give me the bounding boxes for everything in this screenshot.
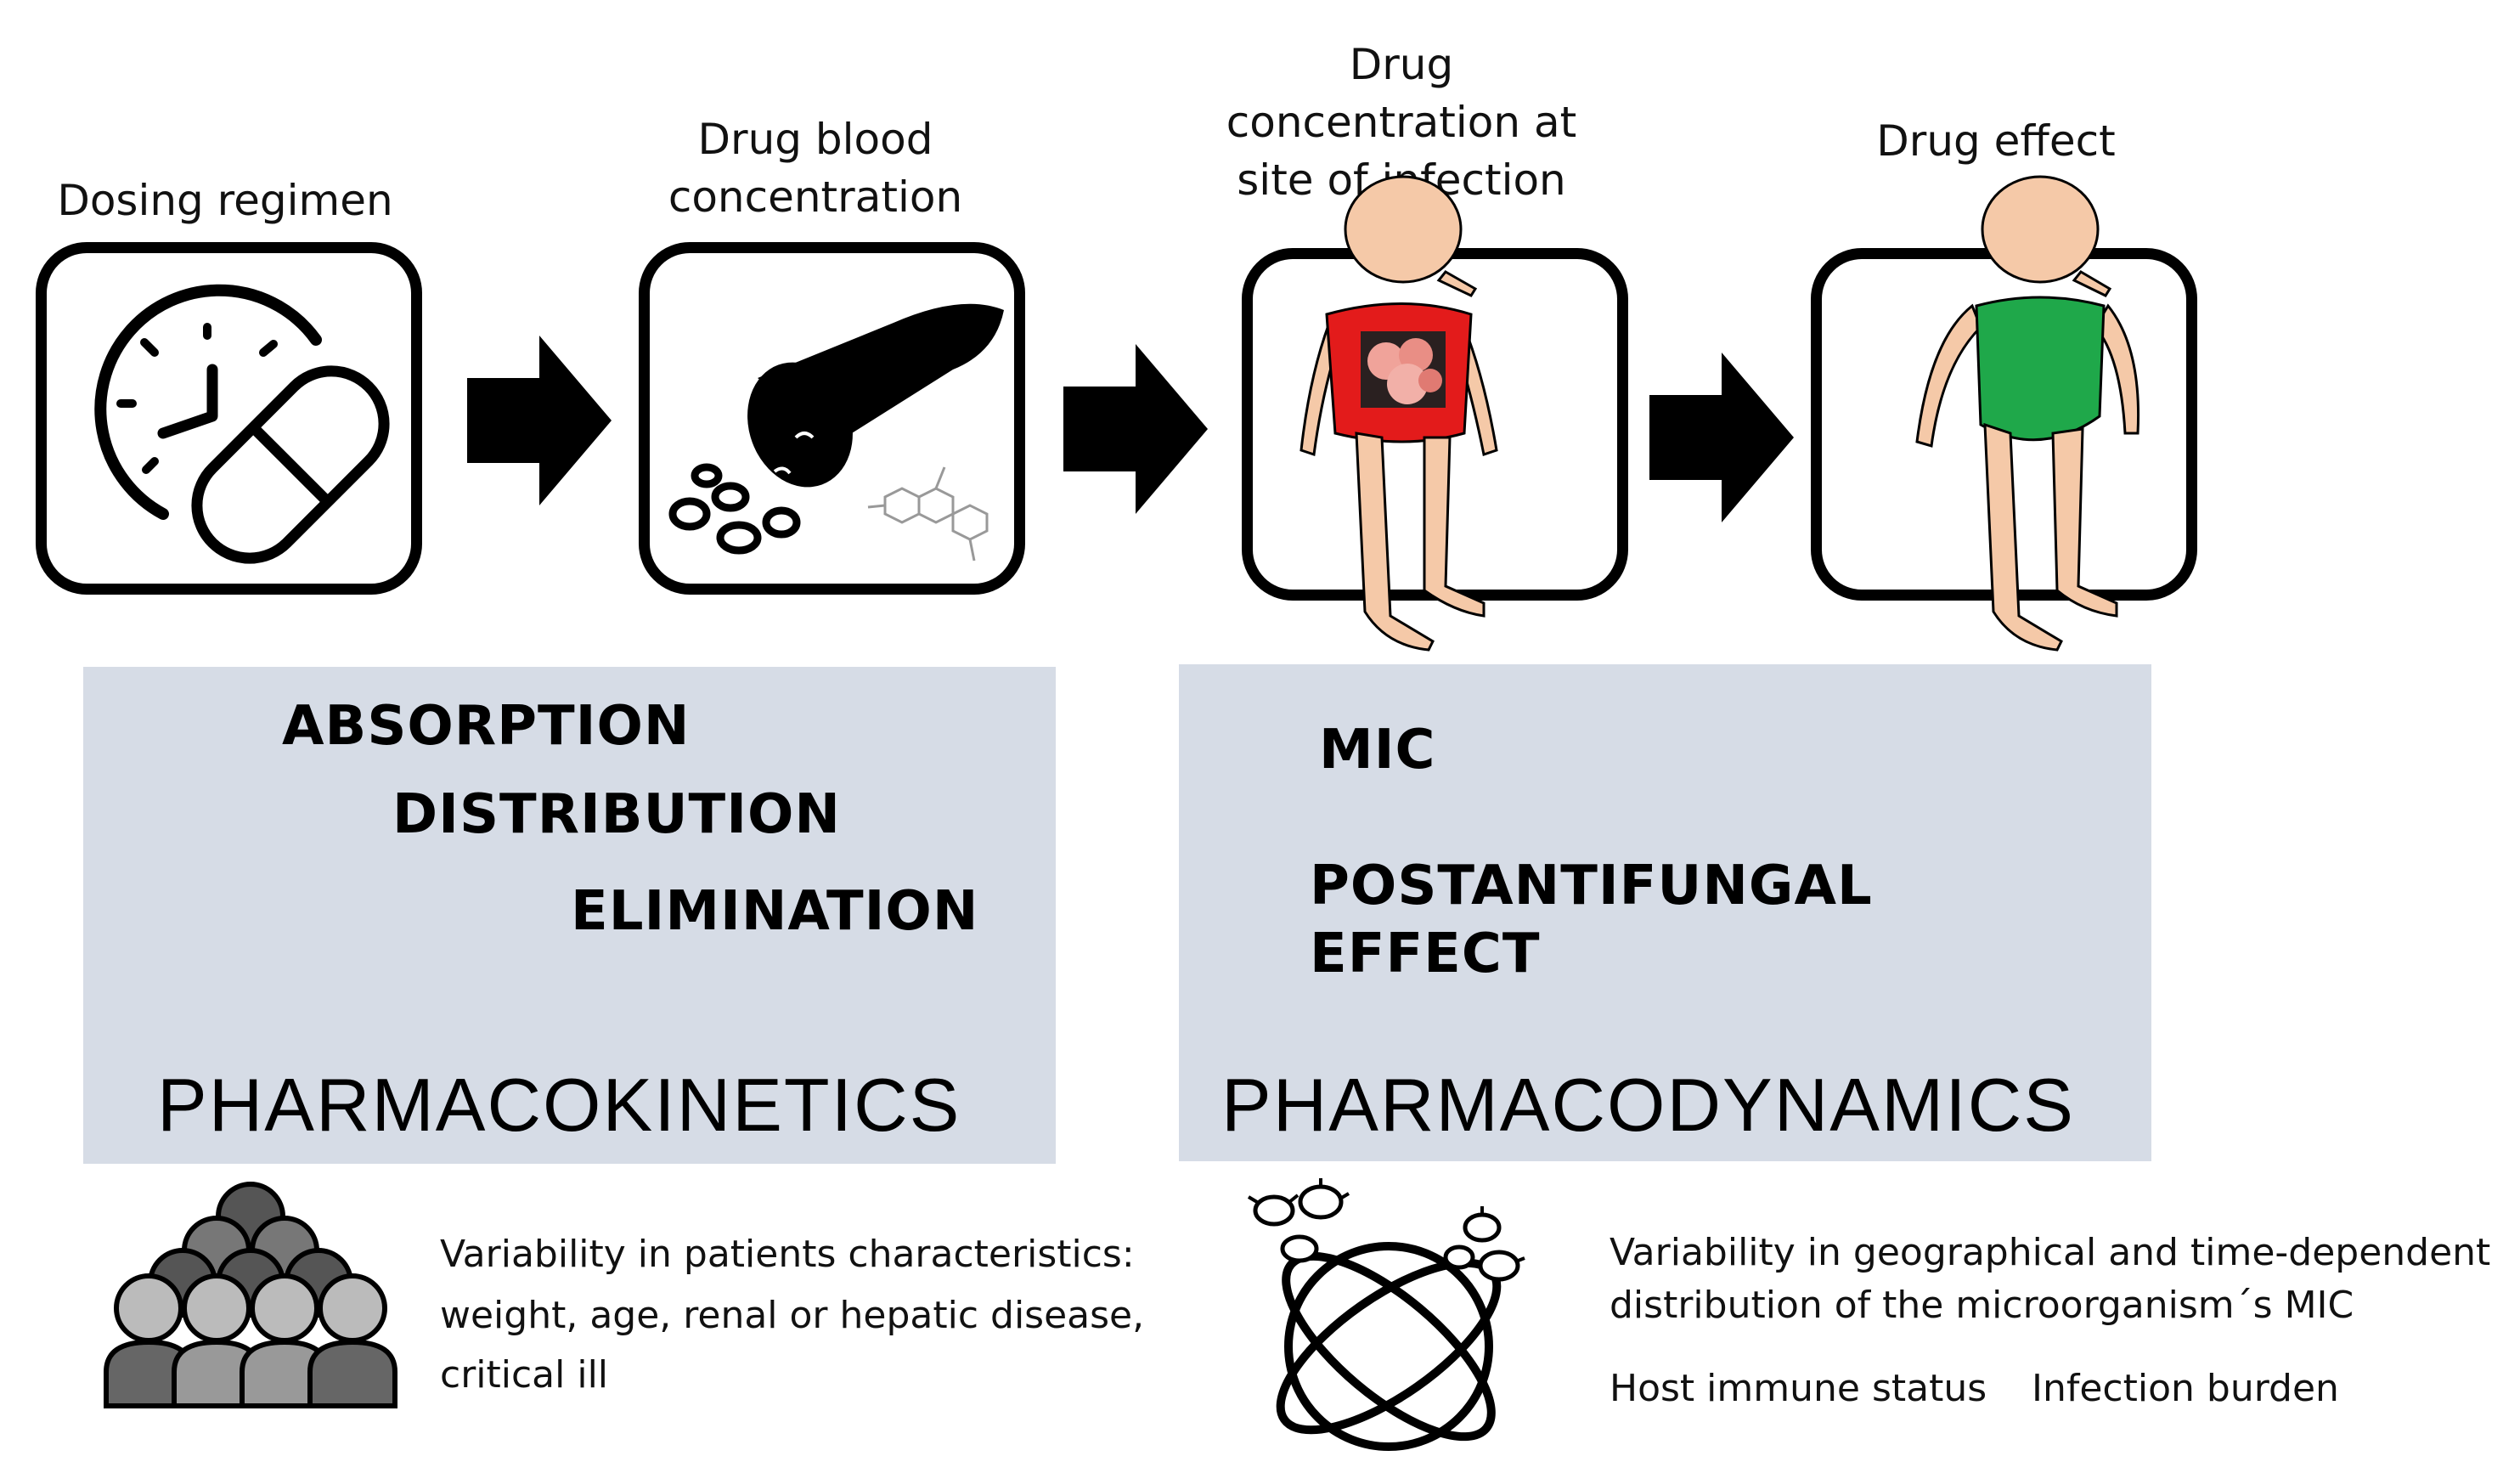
- globe-microbes-icon: [1247, 1178, 1525, 1451]
- pk-item-distribution: DISTRIBUTION: [392, 783, 841, 846]
- pk-item-absorption: ABSORPTION: [282, 695, 691, 758]
- patient-variability-line-1: Variability in patients characteristics:: [440, 1233, 1135, 1276]
- crowd-icon: [104, 1182, 397, 1408]
- patient-variability-line-2: weight, age, renal or hepatic disease,: [440, 1294, 1145, 1337]
- step-label-site-of-infection: Drug concentration at site of infection: [1226, 40, 1577, 205]
- healthy-person-icon: [1915, 175, 2140, 652]
- arrow-right-icon: [1649, 353, 1794, 522]
- arrow-right-icon: [1063, 344, 1208, 514]
- microorganism-variability-line-1: Variability in geographical and time-dep…: [1610, 1231, 2491, 1274]
- step-label-drug-effect: Drug effect: [1876, 116, 2116, 166]
- blood-vessel-icon: [668, 303, 1004, 562]
- host-immune-status: Host immune status: [1610, 1367, 1987, 1410]
- microorganism-variability-line-2: distribution of the microorganism´s MIC: [1610, 1284, 2354, 1327]
- pharmacokinetics-title: PHARMACOKINETICS: [157, 1063, 961, 1147]
- pharmacodynamics-panel: [1179, 664, 2151, 1161]
- patient-variability-line-3: critical ill: [440, 1353, 609, 1397]
- arrow-right-icon: [467, 336, 612, 505]
- clock-pill-icon: [94, 284, 390, 564]
- pharmacodynamics-title: PHARMACODYNAMICS: [1221, 1063, 2075, 1147]
- pd-item-effect: EFFECT: [1310, 923, 1541, 985]
- pd-item-mic: MIC: [1319, 719, 1436, 782]
- pd-item-postantifungal: POSTANTIFUNGAL: [1310, 855, 1873, 917]
- step-label-drug-blood-concentration: Drug blood concentration: [668, 115, 963, 222]
- step-label-dosing-regimen: Dosing regimen: [57, 176, 393, 225]
- infected-person-icon: [1299, 175, 1498, 652]
- pk-item-elimination: ELIMINATION: [571, 880, 979, 943]
- infection-burden: Infection burden: [2032, 1367, 2339, 1410]
- pharmacokinetics-panel: [83, 667, 1056, 1164]
